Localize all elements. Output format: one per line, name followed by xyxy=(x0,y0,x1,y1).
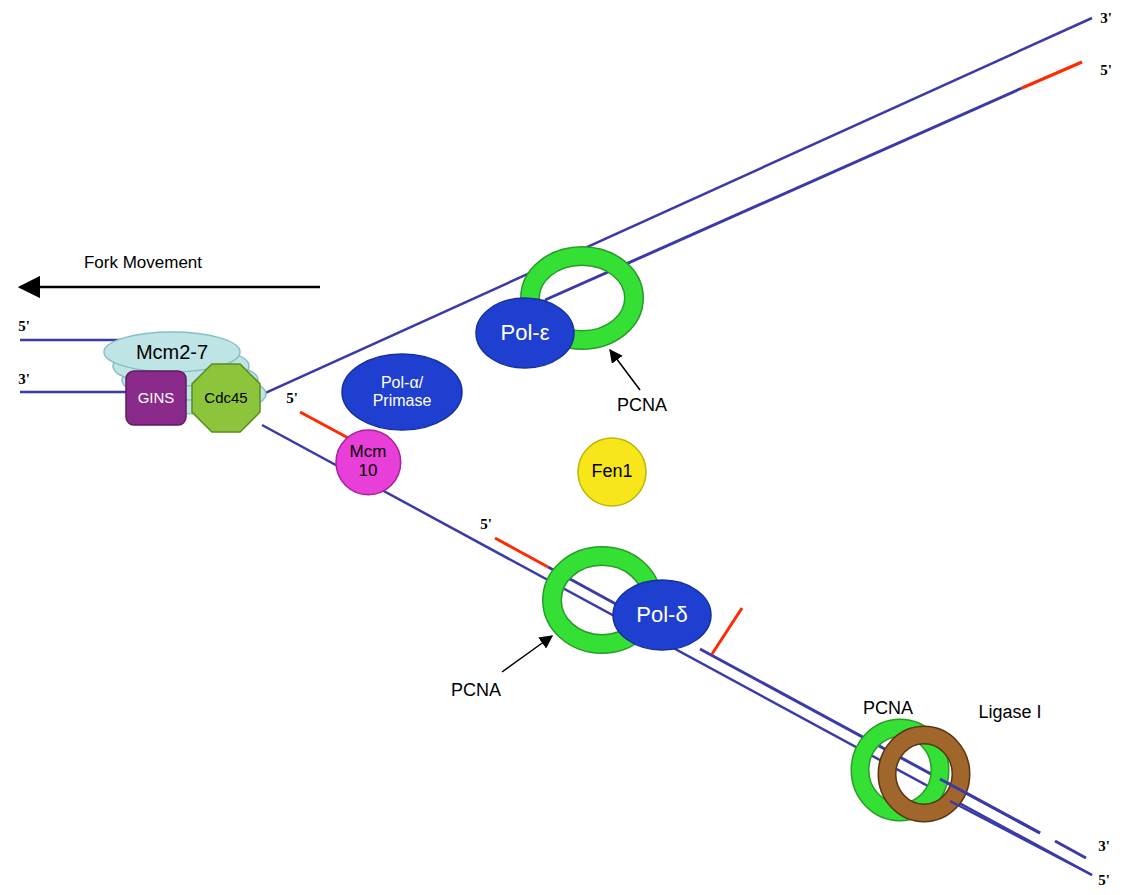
callout-label: PCNA xyxy=(617,395,667,416)
node-outline xyxy=(578,438,646,506)
callout-label: PCNA xyxy=(451,680,501,701)
node-label: Pol-ε xyxy=(501,321,550,345)
lagging-template xyxy=(950,801,1092,875)
strand-end-label: 5' xyxy=(1098,872,1110,889)
node-label: GINS xyxy=(138,390,175,407)
node-label: Pol-α/ Primase xyxy=(362,374,442,409)
lagging-template xyxy=(262,425,1092,875)
node-label: Fen1 xyxy=(591,462,632,482)
rna-primer xyxy=(1022,62,1082,88)
strand-end-label: 3' xyxy=(1098,838,1110,855)
node-outline xyxy=(336,430,401,495)
displaced-flap xyxy=(712,608,742,654)
node-outline xyxy=(342,354,462,430)
node-outline xyxy=(192,364,260,432)
node-label: Cdc45 xyxy=(204,390,247,407)
leader-arrow xyxy=(610,350,640,390)
node-outline xyxy=(613,580,711,650)
strand-end-label: 3' xyxy=(18,371,30,388)
strand-end-label: 5' xyxy=(18,318,30,335)
fork-arrow xyxy=(20,286,320,289)
strand-end-label: 5' xyxy=(480,516,492,533)
callout-label: Fork Movement xyxy=(84,253,202,273)
okazaki-fragment xyxy=(700,649,1040,833)
okazaki-fragment xyxy=(1055,841,1086,858)
strand-end-label: 3' xyxy=(1100,10,1112,27)
okazaki-fragment xyxy=(940,779,1040,833)
primase-ellipse: Pol-α/ Primase xyxy=(341,353,463,431)
polymerase-epsilon: Pol-ε xyxy=(475,297,575,369)
fen1-circle: Fen1 xyxy=(577,437,647,507)
callout-label: Ligase I xyxy=(978,702,1041,723)
leading-template xyxy=(250,18,1092,400)
polymerase-delta: Pol-δ xyxy=(612,579,712,651)
strand-end-label: 5' xyxy=(1100,62,1112,79)
cdc45-octagon: Cdc45 xyxy=(191,363,261,433)
gins-box: GINS xyxy=(125,370,187,426)
leader-arrow xyxy=(502,636,552,672)
node-outline xyxy=(476,298,574,368)
node-label: Mcm2-7 xyxy=(136,341,208,363)
node-label: Pol-δ xyxy=(636,603,687,627)
callout-label: PCNA xyxy=(863,698,913,719)
rna-primer xyxy=(300,412,352,440)
strand-end-label: 5' xyxy=(286,390,298,407)
rna-primer xyxy=(495,538,548,567)
node-label: Mcm 10 xyxy=(347,443,389,480)
node-outline xyxy=(126,371,186,425)
mcm10-circle: Mcm 10 xyxy=(335,429,402,496)
